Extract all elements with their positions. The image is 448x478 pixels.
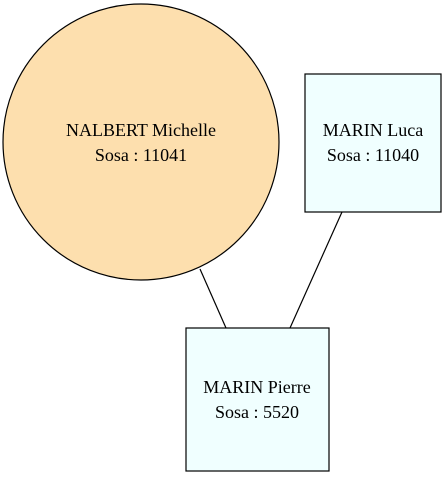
person-sosa-pierre: Sosa : 5520 <box>215 402 299 422</box>
person-node-michelle[interactable]: NALBERT Michelle Sosa : 11041 <box>2 3 280 281</box>
person-name-michelle: NALBERT Michelle <box>66 120 216 140</box>
person-name-pierre: MARIN Pierre <box>203 377 310 397</box>
person-node-luca[interactable]: MARIN Luca Sosa : 11040 <box>304 73 442 213</box>
male-box-shape <box>185 327 330 472</box>
edge-michelle-to-pierre <box>199 268 227 329</box>
person-name-luca: MARIN Luca <box>323 120 423 140</box>
person-sosa-michelle: Sosa : 11041 <box>95 145 187 165</box>
edge-luca-to-pierre <box>289 211 343 329</box>
male-box-shape <box>304 73 442 213</box>
female-circle-shape <box>2 3 280 281</box>
person-node-pierre[interactable]: MARIN Pierre Sosa : 5520 <box>185 327 330 472</box>
person-sosa-luca: Sosa : 11040 <box>327 145 419 165</box>
